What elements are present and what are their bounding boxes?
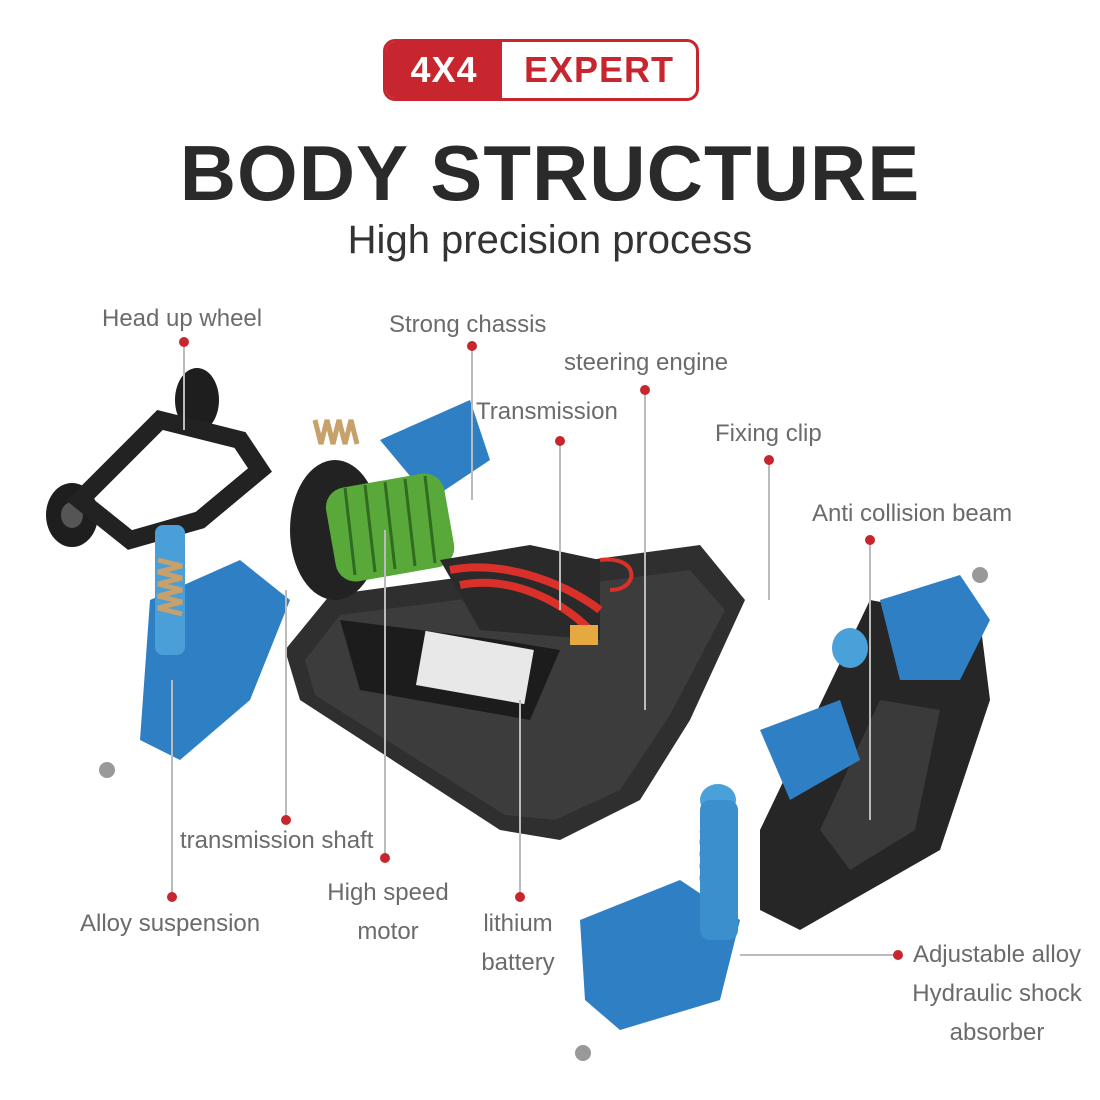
marker-shock-absorber bbox=[893, 950, 903, 960]
label-shock-line3: absorber bbox=[949, 1019, 1045, 1046]
label-shock-line1: Adjustable alloy bbox=[912, 941, 1082, 968]
label-shock-absorber: Adjustable alloy Hydraulic shock absorbe… bbox=[904, 935, 1090, 1052]
brand-badge: 4X4 EXPERT bbox=[383, 39, 699, 101]
label-head-up-wheel: Head up wheel bbox=[102, 305, 263, 332]
label-alloy-suspension: Alloy suspension bbox=[80, 910, 261, 937]
badge-4x4: 4X4 bbox=[386, 42, 502, 98]
marker-lithium-battery bbox=[515, 892, 525, 902]
head-up-wheel bbox=[46, 368, 272, 550]
marker-anti-collision-beam bbox=[865, 535, 875, 545]
label-transmission: Transmission bbox=[476, 398, 618, 425]
label-high-speed-motor-line1: High speed bbox=[327, 879, 449, 906]
marker-transmission-shaft bbox=[281, 815, 291, 825]
marker-fixing-clip bbox=[764, 455, 774, 465]
marker-alloy-suspension bbox=[167, 892, 177, 902]
label-lithium-battery: lithium battery bbox=[468, 904, 568, 982]
marker-transmission bbox=[555, 436, 565, 446]
marker-head-up-wheel bbox=[179, 337, 189, 347]
label-steering-engine: steering engine bbox=[564, 349, 729, 376]
label-lithium-battery-line1: lithium bbox=[483, 910, 553, 937]
label-strong-chassis: Strong chassis bbox=[389, 311, 547, 338]
label-anti-collision-beam: Anti collision beam bbox=[812, 500, 1013, 527]
label-transmission-shaft: transmission shaft bbox=[180, 827, 374, 854]
motor bbox=[290, 460, 455, 600]
front-suspension bbox=[580, 575, 990, 1030]
rear-suspension bbox=[140, 400, 490, 760]
label-lithium-battery-line2: battery bbox=[481, 949, 555, 976]
page-subtitle: High precision process bbox=[347, 218, 753, 262]
page-title: BODY STRUCTURE bbox=[179, 129, 921, 217]
marker-steering-engine bbox=[640, 385, 650, 395]
marker-high-speed-motor bbox=[380, 853, 390, 863]
label-high-speed-motor-line2: motor bbox=[357, 918, 419, 945]
marker-strong-chassis bbox=[467, 341, 477, 351]
badge-expert: EXPERT bbox=[523, 49, 675, 90]
label-high-speed-motor: High speed motor bbox=[320, 873, 456, 951]
label-shock-line2: Hydraulic shock bbox=[912, 980, 1082, 1007]
label-fixing-clip: Fixing clip bbox=[715, 420, 822, 447]
